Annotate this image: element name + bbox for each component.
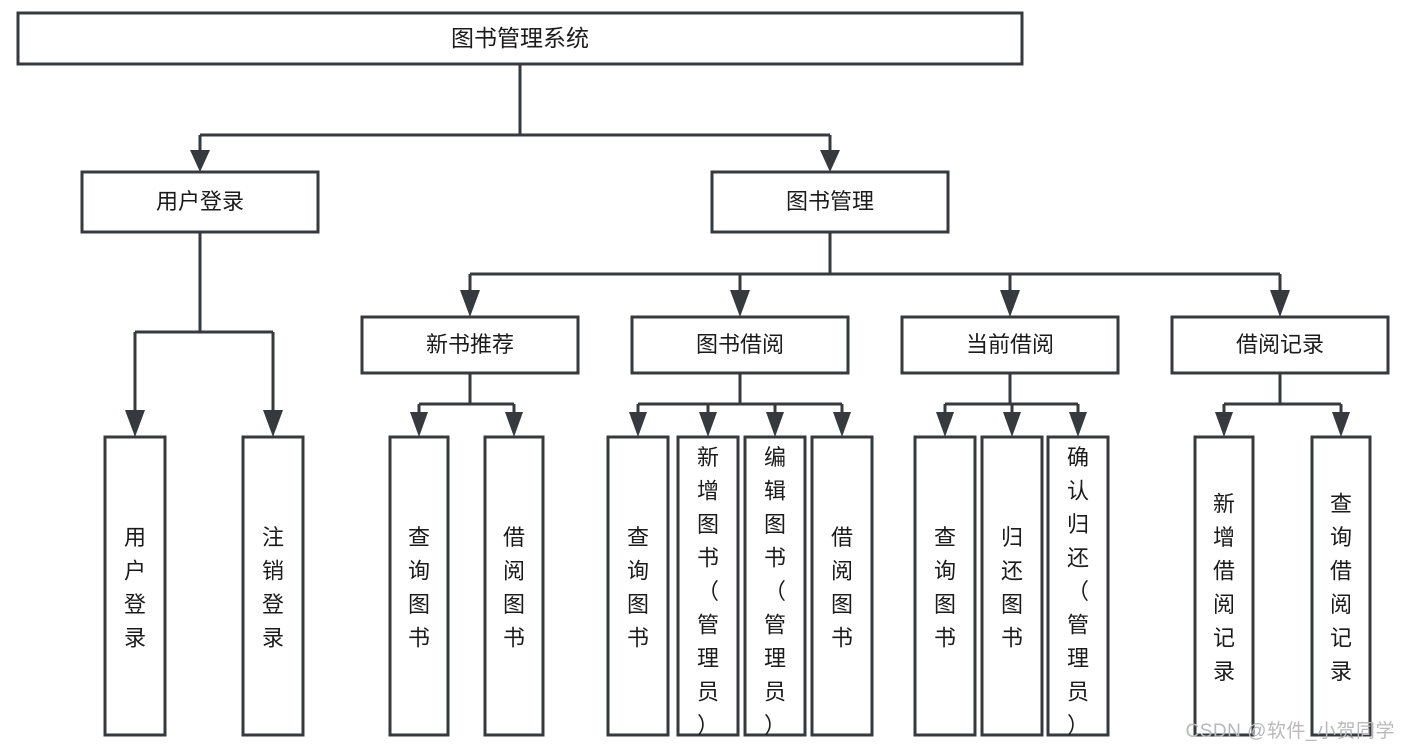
arrow-head-leaf-query-book-1 bbox=[410, 412, 428, 437]
arrow-head-leaf-edit-book bbox=[766, 412, 784, 437]
leaf-query-book-3-label: 查询图书 bbox=[934, 525, 956, 651]
node-leaf-user-login[interactable]: 用户登录 bbox=[103, 435, 167, 737]
arrow-head-leaf-query-record bbox=[1332, 412, 1350, 437]
leaf-borrow-book-2-label: 借阅图书 bbox=[831, 525, 853, 651]
node-book-borrow[interactable]: 图书借阅 bbox=[630, 315, 850, 375]
root-label: 图书管理系统 bbox=[451, 25, 589, 51]
leaf-add-record-label: 新增借阅记录 bbox=[1213, 492, 1235, 685]
leaf-query-book-2-label: 查询图书 bbox=[627, 525, 649, 651]
leaf-edit-book-label: 编辑图书（管理员） bbox=[764, 445, 786, 738]
leaf-query-book-1-label: 查询图书 bbox=[408, 525, 430, 651]
node-leaf-query-book-3[interactable]: 查询图书 bbox=[913, 435, 977, 737]
leaf-confirm-return-label: 确认归还（管理员） bbox=[1067, 445, 1089, 738]
connector-layer bbox=[125, 64, 1350, 437]
arrow-head-leaf-confirm-return bbox=[1069, 412, 1087, 437]
leaf-query-record-box[interactable] bbox=[1310, 435, 1372, 737]
leaf-add-record-box[interactable] bbox=[1193, 435, 1255, 737]
node-leaf-borrow-book-1[interactable]: 借阅图书 bbox=[483, 435, 545, 737]
borrow-record-box[interactable] bbox=[1170, 315, 1390, 375]
node-leaf-add-record[interactable]: 新增借阅记录 bbox=[1193, 435, 1255, 737]
arrow-head-leaf-query-book-3 bbox=[936, 412, 954, 437]
node-leaf-query-record[interactable]: 查询借阅记录 bbox=[1310, 435, 1372, 737]
arrow-head-leaf-query-book-2 bbox=[629, 412, 647, 437]
arrow-head-leaf-return-book bbox=[1003, 412, 1021, 437]
new-book-recommend-box[interactable] bbox=[360, 315, 580, 375]
arrow-head-leaf-user-login bbox=[125, 410, 145, 437]
node-leaf-add-book[interactable]: 新增图书（管理员） bbox=[676, 435, 740, 738]
leaf-user-login-box[interactable] bbox=[103, 435, 167, 737]
book-borrow-box[interactable] bbox=[630, 315, 850, 375]
csdn-watermark: CSDN @软件_小贺同学 bbox=[1185, 721, 1395, 742]
node-leaf-user-logout[interactable]: 注销登录 bbox=[241, 435, 305, 737]
leaf-user-login-label: 用户登录 bbox=[124, 525, 146, 651]
node-leaf-confirm-return[interactable]: 确认归还（管理员） bbox=[1046, 435, 1110, 738]
book-borrow-label: 图书借阅 bbox=[696, 332, 784, 357]
book-management-label: 图书管理 bbox=[786, 189, 874, 214]
node-current-borrow[interactable]: 当前借阅 bbox=[900, 315, 1120, 375]
node-root[interactable]: 图书管理系统 bbox=[16, 11, 1024, 66]
leaf-borrow-book-1-label: 借阅图书 bbox=[503, 525, 525, 651]
arrow-head-leaf-add-book bbox=[699, 412, 717, 437]
leaf-user-logout-box[interactable] bbox=[241, 435, 305, 737]
current-borrow-label: 当前借阅 bbox=[966, 332, 1054, 357]
node-leaf-query-book-2[interactable]: 查询图书 bbox=[606, 435, 670, 737]
node-leaf-borrow-book-2[interactable]: 借阅图书 bbox=[810, 435, 874, 737]
leaf-return-book-box[interactable] bbox=[980, 435, 1044, 737]
leaf-borrow-book-1-box[interactable] bbox=[483, 435, 545, 737]
arrow-head-borrow-record bbox=[1270, 290, 1290, 317]
leaf-add-book-box[interactable] bbox=[676, 435, 740, 737]
leaf-return-book-label: 归还图书 bbox=[1001, 525, 1023, 651]
leaf-query-record-label: 查询借阅记录 bbox=[1330, 492, 1352, 685]
node-new-book-recommend[interactable]: 新书推荐 bbox=[360, 315, 580, 375]
leaf-query-book-2-box[interactable] bbox=[606, 435, 670, 737]
leaf-edit-book-box[interactable] bbox=[743, 435, 807, 737]
leaf-layer: 用户登录 注销登录 查询图书 借阅图书 查询图书 新增图书（管理员） bbox=[103, 435, 1372, 738]
arrow-head-user-login bbox=[190, 150, 210, 172]
arrow-head-leaf-add-record bbox=[1215, 412, 1233, 437]
node-book-management[interactable]: 图书管理 bbox=[710, 170, 950, 234]
borrow-record-label: 借阅记录 bbox=[1236, 332, 1324, 357]
node-borrow-record[interactable]: 借阅记录 bbox=[1170, 315, 1390, 375]
user-login-box[interactable] bbox=[80, 170, 320, 234]
leaf-confirm-return-box[interactable] bbox=[1046, 435, 1110, 737]
user-login-label: 用户登录 bbox=[156, 189, 244, 214]
new-book-recommend-label: 新书推荐 bbox=[426, 332, 514, 357]
arrow-head-new-book-recommend bbox=[460, 290, 480, 317]
book-management-box[interactable] bbox=[710, 170, 950, 234]
node-leaf-query-book-1[interactable]: 查询图书 bbox=[388, 435, 450, 737]
leaf-borrow-book-2-box[interactable] bbox=[810, 435, 874, 737]
current-borrow-box[interactable] bbox=[900, 315, 1120, 375]
node-user-login[interactable]: 用户登录 bbox=[80, 170, 320, 234]
arrow-head-leaf-borrow-book-2 bbox=[833, 412, 851, 437]
arrow-head-book-management bbox=[820, 150, 840, 172]
arrow-head-current-borrow bbox=[1000, 290, 1020, 317]
leaf-add-book-label: 新增图书（管理员） bbox=[697, 445, 719, 738]
node-leaf-edit-book[interactable]: 编辑图书（管理员） bbox=[743, 435, 807, 738]
leaf-user-logout-label: 注销登录 bbox=[262, 525, 284, 651]
node-leaf-return-book[interactable]: 归还图书 bbox=[980, 435, 1044, 737]
leaf-query-book-1-box[interactable] bbox=[388, 435, 450, 737]
arrow-head-book-borrow bbox=[730, 290, 750, 317]
leaf-query-book-3-box[interactable] bbox=[913, 435, 977, 737]
arrow-head-leaf-user-logout bbox=[263, 410, 283, 437]
root-box[interactable] bbox=[16, 11, 1024, 66]
arrow-head-leaf-borrow-book-1 bbox=[505, 412, 523, 437]
